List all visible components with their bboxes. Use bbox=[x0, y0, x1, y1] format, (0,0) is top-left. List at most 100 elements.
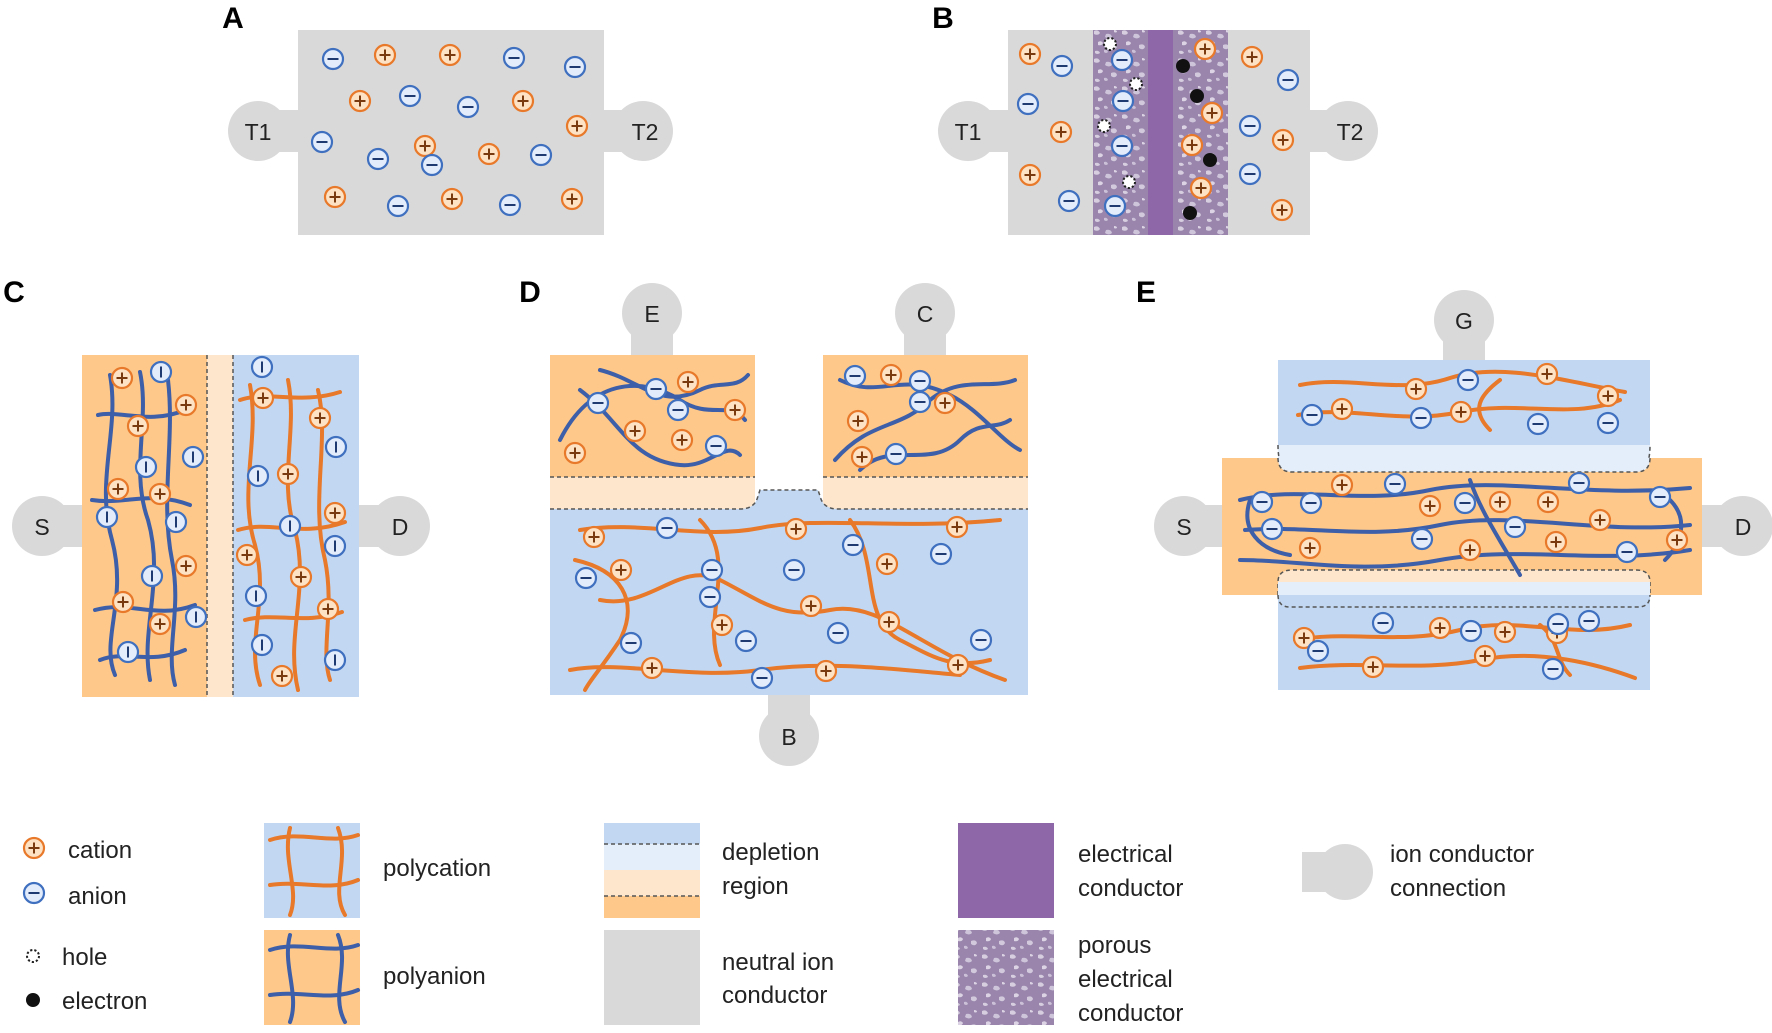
terminal-s-label: S bbox=[34, 514, 49, 540]
anion-icon bbox=[250, 633, 274, 657]
legend-polycation-label: polycation bbox=[383, 855, 491, 882]
cation-icon bbox=[440, 187, 464, 211]
anion-icon bbox=[323, 648, 347, 672]
cation-icon bbox=[148, 612, 172, 636]
anion-icon bbox=[1260, 517, 1284, 541]
cation-icon bbox=[373, 43, 397, 67]
electrical-conductor bbox=[1148, 30, 1173, 235]
ion-conductor-connection-d bbox=[355, 496, 430, 556]
legend-porous-line1: porous bbox=[1078, 932, 1151, 959]
cation-icon bbox=[1270, 198, 1294, 222]
ion-conductor-connection-t2 bbox=[1305, 101, 1378, 161]
anion-icon bbox=[1110, 134, 1134, 158]
ion-conductor-connection-s bbox=[1154, 496, 1228, 556]
anion-icon bbox=[502, 46, 526, 70]
legend-electrical-line2: conductor bbox=[1078, 875, 1183, 902]
electron-icon bbox=[1190, 89, 1204, 103]
anion-icon bbox=[1615, 540, 1639, 564]
cation-icon bbox=[289, 565, 313, 589]
ion-conductor-connection-c bbox=[895, 283, 955, 355]
electron-icon bbox=[1183, 206, 1197, 220]
cation-icon bbox=[1404, 377, 1428, 401]
anion-icon bbox=[619, 631, 643, 655]
anion-icon bbox=[95, 505, 119, 529]
anion-icon bbox=[1276, 68, 1300, 92]
anion-icon bbox=[1250, 490, 1274, 514]
neutral-ion-conductor-swatch bbox=[604, 930, 700, 1025]
polyanion-swatch bbox=[264, 930, 360, 1025]
anion-icon bbox=[420, 153, 444, 177]
cation-icon bbox=[1596, 384, 1620, 408]
cation-icon bbox=[1418, 494, 1442, 518]
cation-icon bbox=[1458, 538, 1482, 562]
anion-icon bbox=[1456, 368, 1480, 392]
emitter-depletion bbox=[550, 477, 755, 509]
cation-icon bbox=[316, 597, 340, 621]
ions-d bbox=[563, 363, 993, 690]
anion-icon bbox=[22, 881, 46, 905]
cation-icon bbox=[1018, 42, 1042, 66]
cation-icon bbox=[111, 590, 135, 614]
cation-icon bbox=[1665, 528, 1689, 552]
anion-icon bbox=[529, 143, 553, 167]
cation-icon bbox=[22, 836, 46, 860]
anion-icon bbox=[1111, 89, 1135, 113]
anion-icon bbox=[884, 442, 908, 466]
terminal-s-label: S bbox=[1176, 514, 1191, 540]
depletion-region-swatch bbox=[604, 823, 700, 918]
panel-c: C S D bbox=[3, 276, 430, 697]
cation-icon bbox=[710, 613, 734, 637]
legend-connection-line1: ion conductor bbox=[1390, 841, 1534, 868]
cation-icon bbox=[565, 114, 589, 138]
cation-icon bbox=[879, 363, 903, 387]
terminal-t1-label: T1 bbox=[245, 119, 272, 145]
cation-icon bbox=[1200, 101, 1224, 125]
anion-icon bbox=[1596, 411, 1620, 435]
anion-icon bbox=[586, 391, 610, 415]
legend-electrical-line1: electrical bbox=[1078, 841, 1173, 868]
legend-connection-line2: connection bbox=[1390, 875, 1506, 902]
cation-icon bbox=[1361, 655, 1385, 679]
legend: cation anion hole electron polycation bbox=[22, 823, 1534, 1027]
ion-conductor-connection-e bbox=[622, 283, 682, 355]
legend-cation-label: cation bbox=[68, 837, 132, 864]
cation-icon bbox=[814, 659, 838, 683]
porous-electrical-conductor-swatch bbox=[958, 930, 1054, 1025]
anion-icon bbox=[574, 566, 598, 590]
panel-c-letter: C bbox=[3, 276, 25, 309]
anion-icon bbox=[1383, 472, 1407, 496]
cation-icon bbox=[799, 594, 823, 618]
ion-conductor-connection-s bbox=[12, 496, 85, 556]
terminal-d-label: D bbox=[1735, 514, 1752, 540]
anion-icon bbox=[181, 445, 205, 469]
cation-icon bbox=[1330, 397, 1354, 421]
cation-icon bbox=[1298, 536, 1322, 560]
terminal-d-label: D bbox=[392, 514, 409, 540]
collector-depletion bbox=[823, 477, 1028, 509]
anion-icon bbox=[278, 514, 302, 538]
cation-icon bbox=[270, 664, 294, 688]
ion-conductor-connection-swatch bbox=[1302, 844, 1373, 900]
cation-icon bbox=[110, 366, 134, 390]
ions-a bbox=[310, 43, 589, 218]
legend-electron-label: electron bbox=[62, 988, 147, 1015]
anion-icon bbox=[750, 666, 774, 690]
panel-a-letter: A bbox=[222, 2, 244, 35]
cation-icon bbox=[1189, 176, 1213, 200]
cation-icon bbox=[323, 185, 347, 209]
cation-icon bbox=[609, 558, 633, 582]
anion-icon bbox=[908, 390, 932, 414]
cation-icon bbox=[1193, 37, 1217, 61]
terminal-b-label: B bbox=[781, 724, 796, 750]
cation-icon bbox=[670, 428, 694, 452]
cation-icon bbox=[276, 462, 300, 486]
cation-icon bbox=[174, 393, 198, 417]
bottom-gate-n-region bbox=[1278, 595, 1650, 690]
anion-icon bbox=[1238, 162, 1262, 186]
anion-icon bbox=[1371, 611, 1395, 635]
cation-icon bbox=[784, 517, 808, 541]
panel-b: B T1 T2 bbox=[932, 2, 1378, 235]
ions-e bbox=[1250, 362, 1689, 681]
cation-icon bbox=[348, 89, 372, 113]
